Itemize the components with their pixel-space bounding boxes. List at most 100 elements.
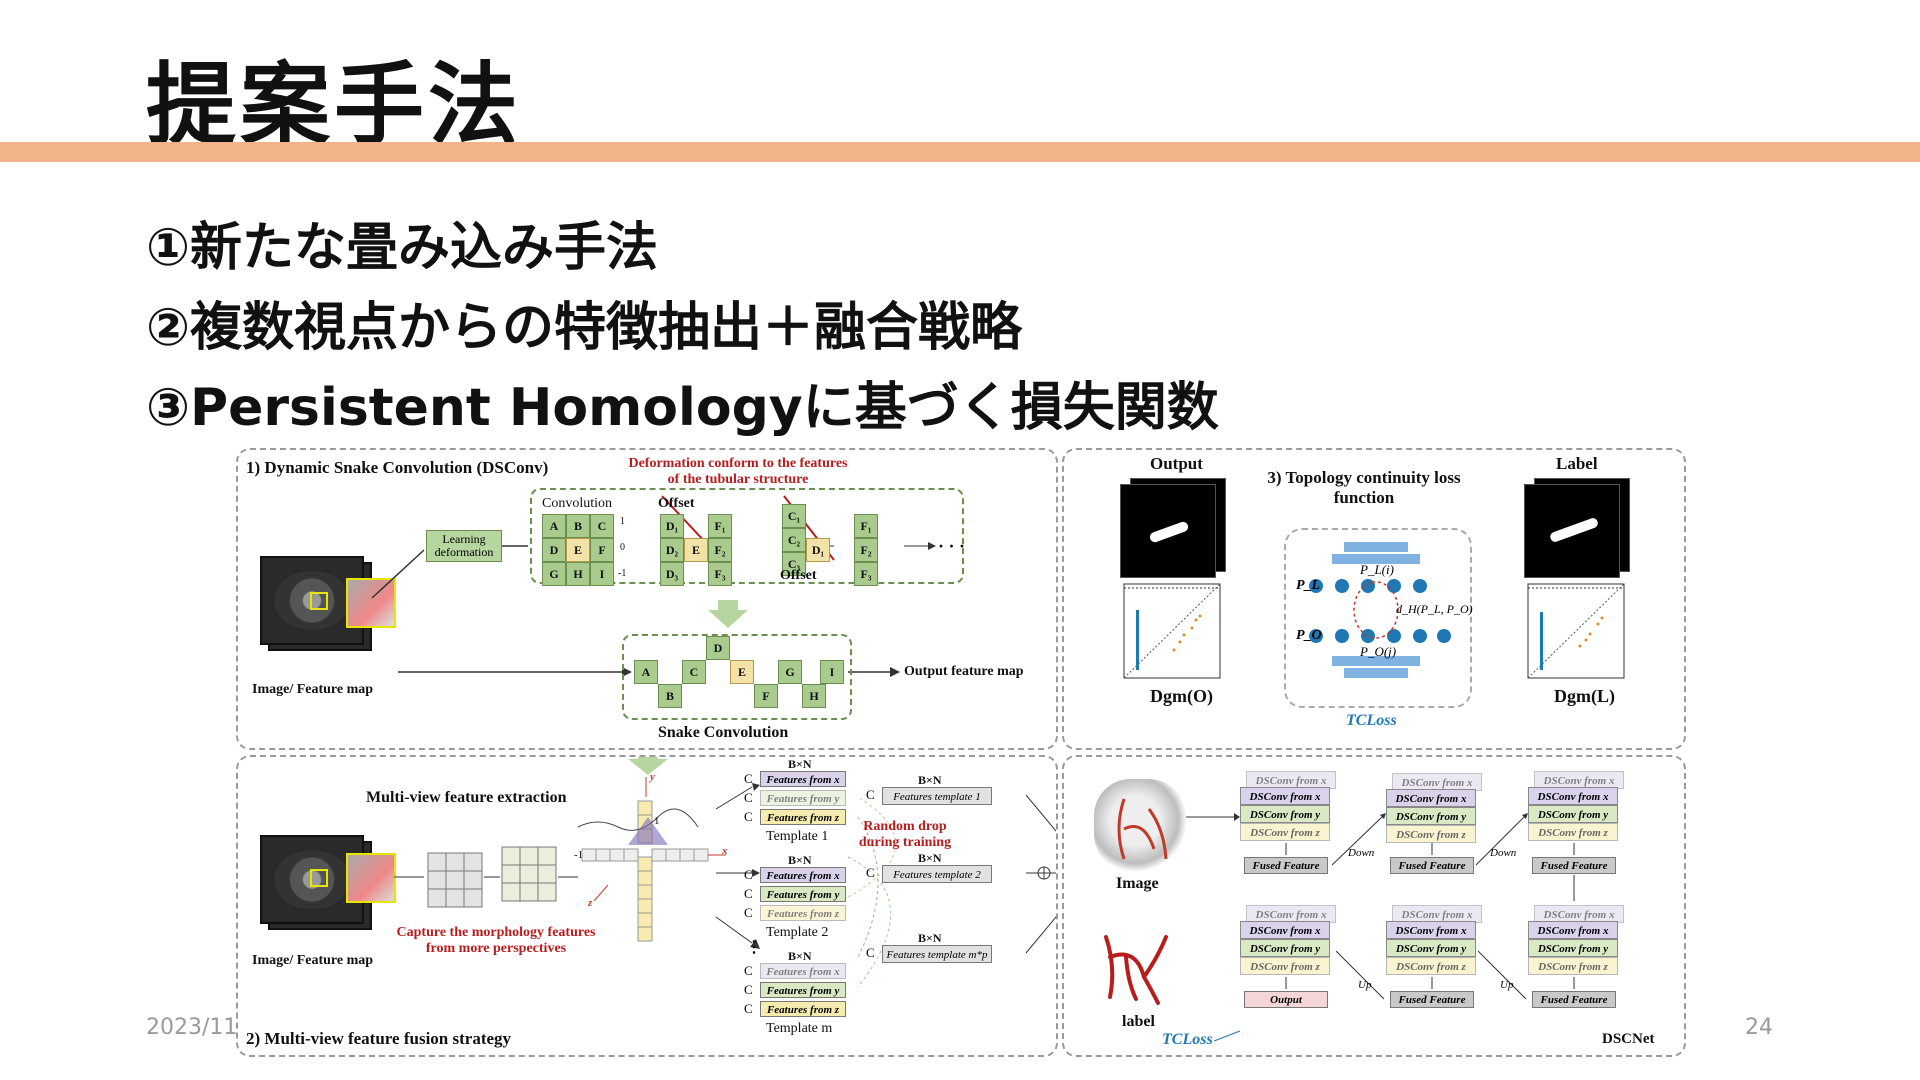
d-cell: D₁ <box>660 514 684 538</box>
po-label: P_O <box>1296 628 1322 643</box>
multiview-title: Multi-view feature extraction <box>366 789 567 806</box>
snake-cell: C <box>682 660 706 684</box>
dsconv-x: DSConv from x <box>1240 921 1330 939</box>
grid-cell: G <box>542 562 566 586</box>
dsconv-y: DSConv from y <box>1240 805 1330 823</box>
dsconv-z: DSConv from z <box>1528 823 1618 841</box>
features-template-2: Features template 2 <box>882 865 992 883</box>
feature-from-x: Features from x <box>760 963 846 979</box>
bxn-label-3: B×N <box>788 949 812 963</box>
dsconv-panel: 1) Dynamic Snake Convolution (DSConv) De… <box>236 448 1058 750</box>
output-mask <box>1120 484 1216 578</box>
feature-from-z: Features from z <box>760 1001 846 1017</box>
down-label: Down <box>1490 847 1517 859</box>
dsconv-title: 1) Dynamic Snake Convolution (DSConv) <box>246 458 549 477</box>
image-label: Image <box>1116 875 1159 892</box>
dsconv-y: DSConv from y <box>1528 805 1618 823</box>
features-template-1: Features template 1 <box>882 787 992 805</box>
grid-cell: A <box>542 514 566 538</box>
dsconv-arrows <box>371 495 936 677</box>
snake-cell: I <box>820 660 844 684</box>
offset-label-top: Offset <box>658 496 695 511</box>
ct-image <box>260 835 364 924</box>
dh-label: d_H(P_L, P_O) <box>1396 602 1473 616</box>
f-cell: F₁ <box>708 514 732 538</box>
up-label: Up <box>1500 979 1514 991</box>
po-j-label: P_O(j) <box>1360 644 1397 659</box>
bxn-label-t1: B×N <box>918 773 942 787</box>
title-divider <box>0 142 1920 162</box>
dsconv-z: DSConv from z <box>1386 957 1476 975</box>
snake-convolution-area <box>622 634 852 720</box>
f-cell: F₃ <box>708 562 732 586</box>
dsconv-z: DSConv from z <box>1528 957 1618 975</box>
heart-image <box>1094 779 1186 871</box>
c-cell: C₂ <box>782 528 806 552</box>
bxn-label-tm: B×N <box>918 931 942 945</box>
output-box: Output <box>1244 991 1328 1008</box>
f-cell-right: F₁ <box>854 514 878 538</box>
dsconv-y: DSConv from y <box>1528 939 1618 957</box>
convolution-label: Convolution <box>542 496 613 511</box>
learning-deformation-box: Learning deformation <box>426 530 502 562</box>
down-label: Down <box>1348 847 1375 859</box>
dsconv-z: DSConv from z <box>1240 957 1330 975</box>
focus-box-small <box>310 869 328 887</box>
vessel-label-image <box>1104 935 1168 1005</box>
f-cell-right: F₂ <box>854 538 878 562</box>
up-label: Up <box>1358 979 1372 991</box>
template-2-label: Template 2 <box>766 925 829 940</box>
focus-zoom-box <box>346 578 396 628</box>
topology-title: 3) Topology continuity loss function <box>1267 468 1461 507</box>
c-label: C <box>744 809 753 824</box>
bxn-label-1: B×N <box>788 757 812 771</box>
feature-from-x: Features from x <box>760 771 846 787</box>
snake-cell: A <box>634 660 658 684</box>
focus-box-small <box>310 592 328 610</box>
snake-cell: E <box>730 660 754 684</box>
tick-m1: -1 <box>574 849 584 861</box>
random-drop-note: Random drop during training <box>858 819 952 850</box>
fused-feature: Fused Feature <box>1390 991 1474 1008</box>
c-label: C <box>866 787 875 802</box>
multiview-panel: Multi-view feature extraction Image/ Fea… <box>236 755 1058 1057</box>
label-text: label <box>1122 1013 1155 1030</box>
axis-y-label: y <box>650 771 655 783</box>
offset-tick-m1: -1 <box>618 568 627 579</box>
feature-from-y: Features from y <box>760 982 846 998</box>
feature-from-x: Features from x <box>760 867 846 883</box>
fused-feature: Fused Feature <box>1532 857 1616 874</box>
image-caption: Image/ Feature map <box>252 682 374 697</box>
c-cell: C₁ <box>782 504 806 528</box>
template-1-label: Template 1 <box>766 829 829 844</box>
deformation-note: Deformation conform to the features of t… <box>628 456 848 487</box>
pl-label: P_L <box>1296 578 1321 593</box>
feature-from-y: Features from y <box>760 790 846 806</box>
c-label: C <box>744 790 753 805</box>
c-label: C <box>744 982 753 997</box>
pl-i-label: P_L(i) <box>1360 562 1394 577</box>
dsconv-y: DSConv from y <box>1386 939 1476 957</box>
dsconv-y: DSConv from y <box>1386 807 1476 825</box>
output-label: Output <box>1150 454 1203 473</box>
dsconv-x: DSConv from x <box>1528 787 1618 805</box>
dsconv-x: DSConv from x <box>1528 921 1618 939</box>
dscnet-panel: Image label TCLoss DSConv from x DSConv … <box>1062 755 1686 1057</box>
f-cell-right: F₃ <box>854 562 878 586</box>
c-label: C <box>744 886 753 901</box>
bullet-item-3: ③Persistent Homologyに基づく損失関数 <box>146 378 1219 438</box>
snake-cell: H <box>802 684 826 708</box>
label-label: Label <box>1556 454 1598 473</box>
dgm-l-plot <box>1527 583 1625 679</box>
d-cell: D₃ <box>660 562 684 586</box>
snake-cell: G <box>778 660 802 684</box>
features-template-m: Features template m*p <box>882 945 992 963</box>
feature-from-z: Features from z <box>760 905 846 921</box>
dsconv-x: DSConv from x <box>1386 921 1476 939</box>
c-label: C <box>744 771 753 786</box>
bullet-item-2: ②複数視点からの特徴抽出＋融合戦略 <box>146 298 1023 358</box>
fusion-title: 2) Multi-view feature fusion strategy <box>246 1029 512 1048</box>
f-cell: F₂ <box>708 538 732 562</box>
tcloss-label: TCLoss <box>1346 712 1397 729</box>
feature-from-z: Features from z <box>760 809 846 825</box>
